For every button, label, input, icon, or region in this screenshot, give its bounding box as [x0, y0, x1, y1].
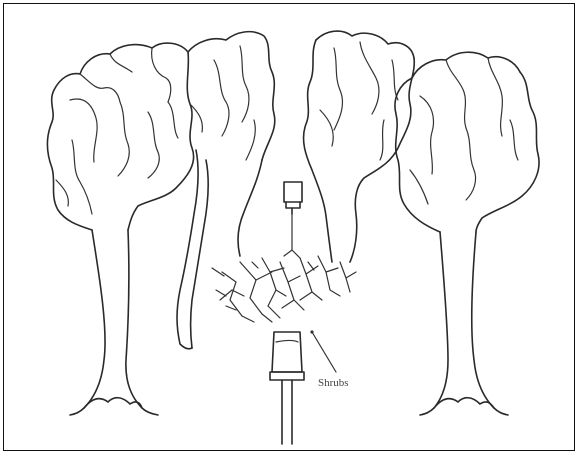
shrub-cluster	[212, 214, 356, 322]
lower-sensor	[270, 332, 304, 444]
center-left-tree	[177, 32, 275, 349]
center-right-tree	[304, 31, 415, 262]
shrubs-label: Shrubs	[318, 377, 349, 389]
left-tree	[48, 43, 194, 415]
shrubs-leader-line	[312, 332, 336, 372]
right-tree	[395, 52, 539, 415]
upper-sensor	[284, 182, 302, 214]
